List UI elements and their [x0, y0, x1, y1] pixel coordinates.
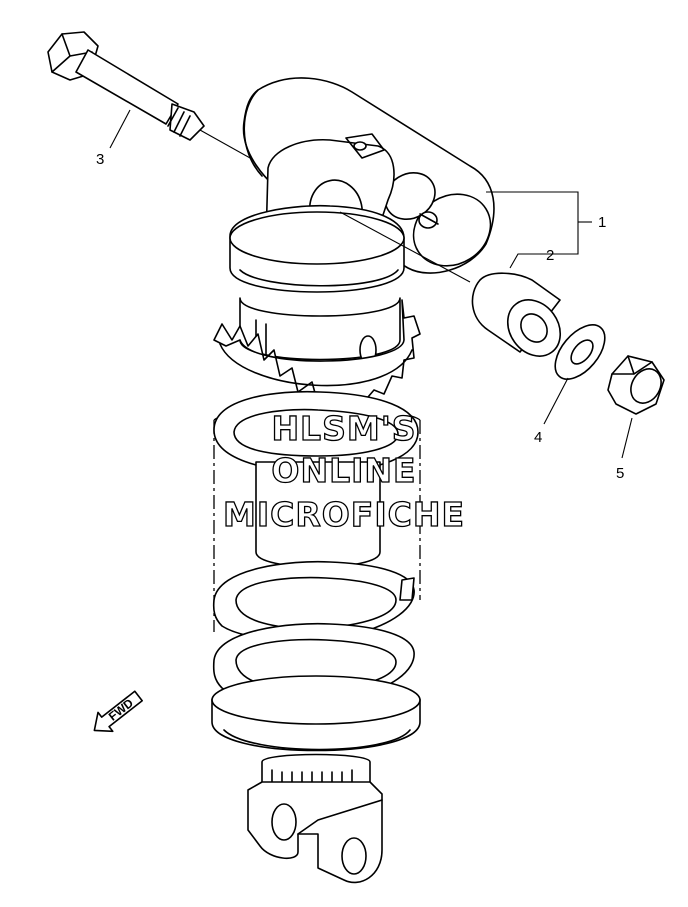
nut[interactable]: [607, 355, 667, 415]
spring-seat-upper[interactable]: [229, 204, 405, 293]
callout-3: 3: [96, 151, 104, 168]
watermark-line-3: MICROFICHE: [223, 495, 465, 534]
callout-4: 4: [534, 429, 542, 446]
watermark-line-1: HLSM'S: [271, 409, 416, 448]
coil-spring-upper[interactable]: [213, 390, 419, 473]
callout-1: 1: [598, 214, 606, 231]
callout-2: 2: [546, 247, 554, 264]
preload-adjuster-ring[interactable]: [213, 299, 421, 409]
bolt[interactable]: [47, 31, 269, 169]
callout-leaders: [109, 109, 633, 459]
callout-5: 5: [616, 465, 624, 482]
forward-direction-arrow: FWD: [93, 690, 143, 733]
washer[interactable]: [546, 316, 615, 388]
spring-seat-lower[interactable]: [211, 675, 421, 752]
watermark: HLSM'S ONLINE MICROFICHE: [222, 408, 465, 534]
lower-clevis[interactable]: [247, 781, 383, 884]
bushing[interactable]: [471, 272, 571, 366]
watermark-line-2: ONLINE: [271, 451, 416, 490]
damper-body[interactable]: [239, 297, 401, 365]
